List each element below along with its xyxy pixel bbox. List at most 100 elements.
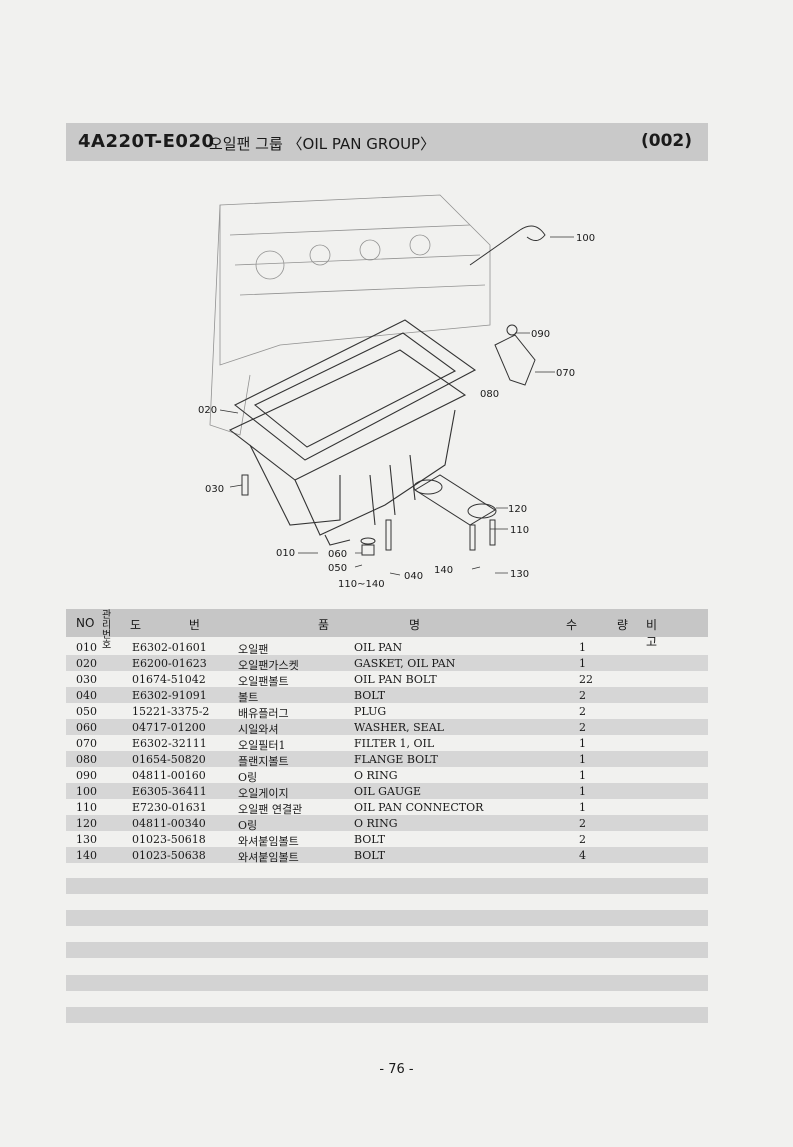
oil-gauge-drawing (469, 225, 546, 266)
cell-name-en: OIL PAN BOLT (354, 673, 437, 686)
engine-block-drawing (209, 194, 491, 436)
page-header: 4A220T-E020 오일팬 그룹 〈OIL PAN GROUP〉 (002) (66, 123, 708, 161)
cell-name-kr: 플랜지볼트 (238, 755, 289, 768)
cell-name-en: BOLT (354, 849, 386, 862)
cell-name-en: PLUG (354, 705, 387, 718)
header-name-part2: 명 (409, 618, 421, 632)
group-code: 4A220T-E020 (78, 131, 215, 152)
cell-name-en: FLANGE BOLT (354, 753, 438, 766)
cell-no: 020 (76, 657, 97, 670)
empty-table-band (66, 942, 708, 958)
cell-name-kr: 오일팬볼트 (238, 675, 289, 688)
header-quantity: 수 량 (566, 618, 646, 632)
cell-qty: 1 (579, 769, 586, 782)
cell-part-no: 01023-50618 (132, 833, 206, 846)
header-drawing-no: 도 번 (130, 618, 222, 632)
cell-qty: 1 (579, 801, 586, 814)
connector-drawing (413, 474, 497, 551)
cell-qty: 1 (579, 753, 586, 766)
cell-no: 060 (76, 721, 97, 734)
empty-table-band (66, 910, 708, 926)
cell-part-no: 01654-50820 (132, 753, 206, 766)
callout-020: 020 (198, 405, 217, 416)
cell-qty: 1 (579, 641, 586, 654)
cell-name-en: OIL GAUGE (354, 785, 421, 798)
callout-080: 080 (480, 389, 499, 400)
callout-110: 110 (510, 525, 529, 536)
callout-130: 130 (510, 569, 529, 580)
cell-part-no: 04717-01200 (132, 721, 206, 734)
cell-no: 010 (76, 641, 97, 654)
cell-part-no: 04811-00160 (132, 769, 206, 782)
cell-name-kr: 오일필터1 (238, 739, 286, 752)
callout-040: 040 (404, 571, 423, 582)
cell-qty: 22 (579, 673, 593, 686)
plug-drawing (360, 519, 392, 556)
cell-no: 120 (76, 817, 97, 830)
table-row: 100 E6305-36411 오일게이지 OIL GAUGE 1 (66, 783, 708, 800)
cell-no: 100 (76, 785, 97, 798)
cell-no: 140 (76, 849, 97, 862)
cell-qty: 1 (579, 737, 586, 750)
header-name-part1: 품 (318, 618, 330, 632)
cell-name-en: O RING (354, 817, 398, 830)
cell-qty: 2 (579, 705, 586, 718)
cell-part-no: E6200-01623 (132, 657, 207, 670)
cell-name-en: OIL PAN CONNECTOR (354, 801, 484, 814)
cell-part-no: E6305-36411 (132, 785, 207, 798)
cell-name-en: O RING (354, 769, 398, 782)
cell-name-kr: O링 (238, 819, 258, 832)
cell-qty: 2 (579, 721, 586, 734)
header-no: NO (76, 616, 95, 630)
cell-name-kr: 오일게이지 (238, 787, 289, 800)
cell-name-kr: 오일팬가스켓 (238, 659, 299, 672)
callout-060: 060 (328, 549, 347, 560)
gasket-drawing (233, 319, 477, 461)
cell-name-en: GASKET, OIL PAN (354, 657, 456, 670)
cell-name-en: FILTER 1, OIL (354, 737, 435, 750)
callout-110-140: 110~140 (338, 579, 385, 590)
callout-100: 100 (576, 233, 595, 244)
callout-120: 120 (508, 504, 527, 515)
empty-table-band (66, 975, 708, 991)
table-row: 020 E6200-01623 오일팬가스켓 GASKET, OIL PAN 1 (66, 655, 708, 672)
cell-qty: 4 (579, 849, 586, 862)
cell-qty: 2 (579, 689, 586, 702)
cell-part-no: 04811-00340 (132, 817, 206, 830)
cell-no: 110 (76, 801, 97, 814)
filter-drawing (494, 324, 536, 386)
cell-name-kr: O링 (238, 771, 258, 784)
cell-no: 030 (76, 673, 97, 686)
cell-part-no: E6302-91091 (132, 689, 207, 702)
callout-090: 090 (531, 329, 550, 340)
empty-table-band (66, 1007, 708, 1023)
cell-name-en: BOLT (354, 689, 386, 702)
cell-name-kr: 와셔붙임볼트 (238, 835, 299, 848)
cell-qty: 2 (579, 833, 586, 846)
page-number: - 76 - (379, 1062, 414, 1077)
group-number: (002) (640, 131, 692, 151)
cell-no: 130 (76, 833, 97, 846)
cell-no: 040 (76, 689, 97, 702)
header-remark: 비 고 (646, 618, 676, 649)
group-title: 오일팬 그룹 〈OIL PAN GROUP〉 (209, 135, 436, 153)
callout-070: 070 (556, 368, 575, 379)
cell-name-en: OIL PAN (354, 641, 403, 654)
cell-part-no: E6302-01601 (132, 641, 207, 654)
cell-part-no: E6302-32111 (132, 737, 207, 750)
cell-qty: 1 (579, 785, 586, 798)
cell-qty: 1 (579, 657, 586, 670)
bolt-030-drawing (241, 474, 249, 496)
callout-010: 010 (276, 548, 295, 559)
